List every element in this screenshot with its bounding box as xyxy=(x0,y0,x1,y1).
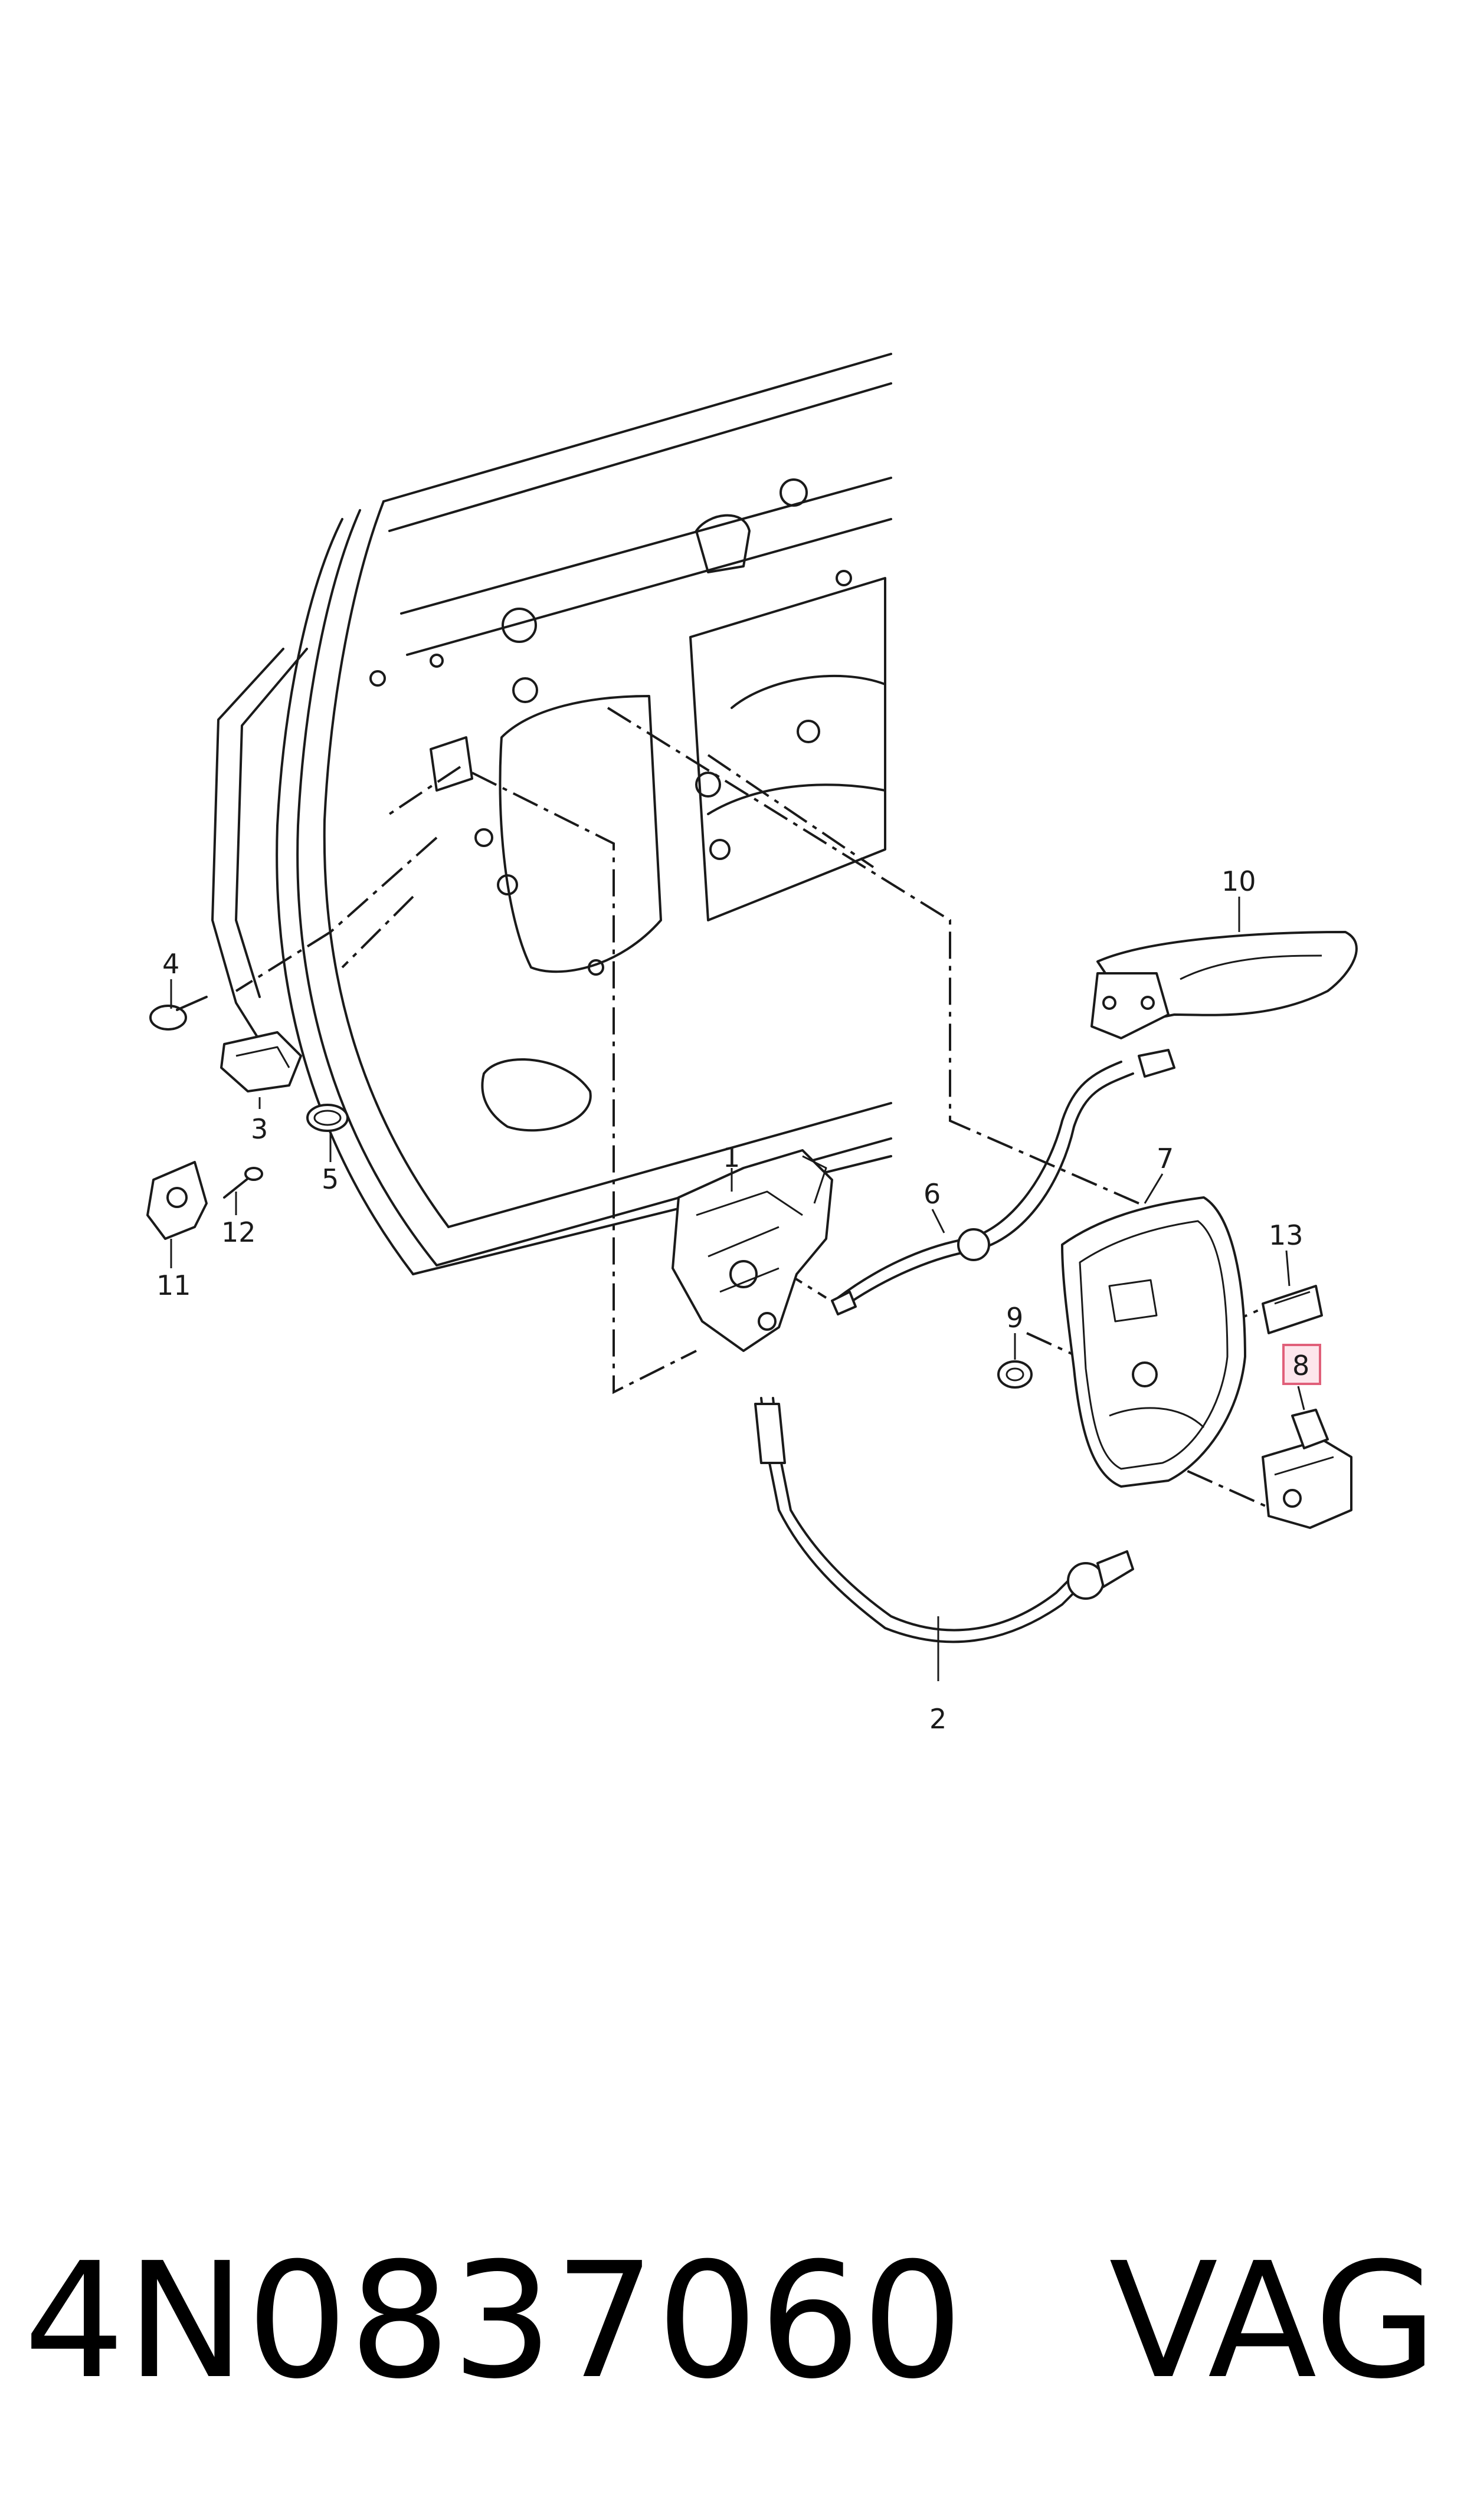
lock-carrier-plate xyxy=(1061,1196,1246,1488)
retaining-clip xyxy=(1262,1285,1323,1334)
callout-9: 9 xyxy=(1006,1302,1023,1334)
door-lock-unit xyxy=(672,1149,833,1352)
callout-13: 13 xyxy=(1269,1219,1303,1251)
striker-pad xyxy=(220,1031,302,1092)
part-number: 4N0837060 xyxy=(24,2228,965,2414)
bowden-cable-2 xyxy=(754,1397,1134,1643)
callout-8: 8 xyxy=(1292,1350,1309,1382)
callout-1: 1 xyxy=(723,1141,740,1173)
bolt-12 xyxy=(223,1167,263,1199)
striker-plate xyxy=(146,1161,208,1240)
callout-5: 5 xyxy=(322,1163,339,1195)
screw-4 xyxy=(149,996,208,1031)
grommet xyxy=(997,1360,1033,1389)
callout-4: 4 xyxy=(162,948,179,980)
callout-leaders xyxy=(170,897,1305,1681)
callout-7: 7 xyxy=(1157,1143,1174,1174)
callout-10: 10 xyxy=(1221,865,1256,897)
callout-12: 12 xyxy=(221,1216,256,1248)
callout-8-highlight-box xyxy=(1282,1344,1321,1385)
callout-labels: 1 2 3 4 5 6 7 8 9 10 11 12 13 xyxy=(156,865,1321,1735)
callout-11: 11 xyxy=(156,1269,191,1301)
o-ring xyxy=(306,1104,349,1132)
callout-6: 6 xyxy=(923,1178,941,1210)
door-frame xyxy=(211,353,892,1275)
lock-actuator xyxy=(1262,1409,1352,1529)
bowden-cable-6 xyxy=(831,1049,1175,1315)
callout-3: 3 xyxy=(251,1113,268,1145)
outer-door-handle xyxy=(1090,931,1358,1039)
brand-name: VAG xyxy=(1109,2228,1437,2414)
callout-2: 2 xyxy=(929,1703,946,1735)
